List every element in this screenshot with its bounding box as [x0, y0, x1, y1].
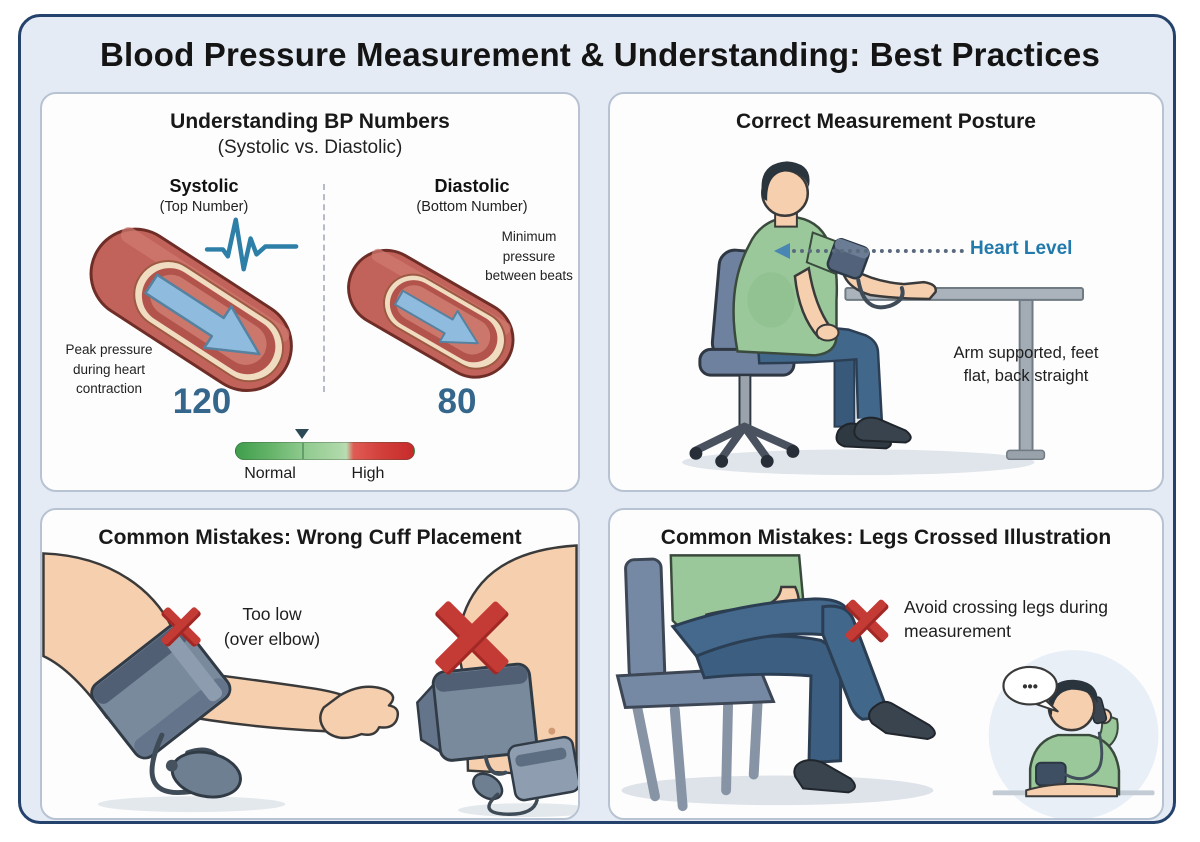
bp-cuff-icon — [1035, 761, 1067, 787]
artery-illustrations — [89, 217, 515, 392]
bp-panel-title: Understanding BP Numbers — [170, 110, 450, 133]
systolic-label: Systolic — [169, 176, 239, 196]
speech-bubble-dots: ••• — [1022, 680, 1038, 696]
systolic-sublabel: (Top Number) — [159, 199, 249, 215]
panel-wrong-cuff-placement: Common Mistakes: Wrong Cuff Placement — [40, 508, 580, 820]
diastolic-label: Diastolic — [434, 176, 510, 196]
gauge-tick — [301, 443, 304, 459]
diastolic-artery-illustration — [347, 248, 515, 379]
cuff-placement-illustration — [42, 544, 578, 818]
diastolic-sublabel: (Bottom Number) — [416, 199, 528, 215]
cuff-kit-icon — [472, 735, 578, 816]
heart-level-arrow-icon — [774, 243, 790, 259]
phone-call-vignette: ••• — [988, 650, 1159, 818]
cuff-placement-note: Too low (over elbow) — [192, 602, 352, 651]
cuff-note-line1: Too low — [242, 604, 302, 624]
heart-level-dotted-line — [792, 249, 964, 253]
systolic-artery-illustration — [89, 227, 293, 392]
legs-panel-title: Common Mistakes: Legs Crossed Illustrati… — [660, 526, 1112, 549]
blood-flow-arrow-icon — [393, 289, 479, 345]
posture-illustration — [682, 161, 1084, 476]
diastolic-header: Diastolic (Bottom Number) — [372, 176, 572, 215]
gauge-marker-icon — [295, 429, 309, 439]
panel-bp-numbers: Understanding BP Numbers (Systolic vs. D… — [40, 92, 580, 492]
bp-cuff-icon — [90, 622, 232, 760]
page-title: Blood Pressure Measurement & Understandi… — [99, 36, 1101, 73]
diastolic-description: Minimum pressure between beats — [485, 229, 573, 284]
diastolic-value: 80 — [437, 382, 477, 421]
arm-cuff-too-low-illustration — [42, 552, 400, 799]
bp-panel-subtitle: (Systolic vs. Diastolic) — [217, 137, 403, 158]
bp-cuff-icon — [416, 662, 538, 762]
cuff-note-line2: (over elbow) — [223, 628, 321, 649]
seated-person-illustration — [732, 161, 937, 450]
shoulder-cuff-illustration — [416, 544, 578, 778]
legs-crossed-note: Avoid crossing legs during measurement — [904, 597, 1108, 641]
pump-bulb-icon — [165, 750, 242, 799]
panel-legs-crossed: Common Mistakes: Legs Crossed Illustrati… — [608, 508, 1164, 820]
gauge-normal-label: Normal — [244, 465, 296, 482]
chair-illustration — [615, 557, 776, 812]
legs-crossed-illustration: ••• — [615, 554, 1159, 818]
blood-flow-arrow-icon — [144, 273, 261, 356]
panel-correct-posture: Correct Measurement Posture — [608, 92, 1164, 492]
bp-range-gauge — [235, 442, 415, 460]
systolic-description: Peak pressure during heart contraction — [65, 342, 153, 397]
posture-note: Arm supported, feet flat, back straight — [953, 344, 1099, 385]
ecg-waveform-icon — [204, 217, 299, 272]
systolic-value: 120 — [172, 382, 232, 421]
cuff-panel-title: Common Mistakes: Wrong Cuff Placement — [98, 526, 522, 549]
x-mark-icon — [842, 596, 892, 646]
systolic-header: Systolic (Top Number) — [104, 176, 304, 215]
heart-level-label: Heart Level — [970, 238, 1073, 259]
vertical-dashed-divider — [323, 184, 325, 392]
x-mark-icon — [430, 596, 514, 680]
posture-panel-title: Correct Measurement Posture — [736, 110, 1036, 133]
gauge-high-label: High — [351, 465, 385, 482]
speech-bubble-icon: ••• — [1002, 665, 1059, 713]
crossed-legs-person-illustration — [669, 554, 936, 794]
